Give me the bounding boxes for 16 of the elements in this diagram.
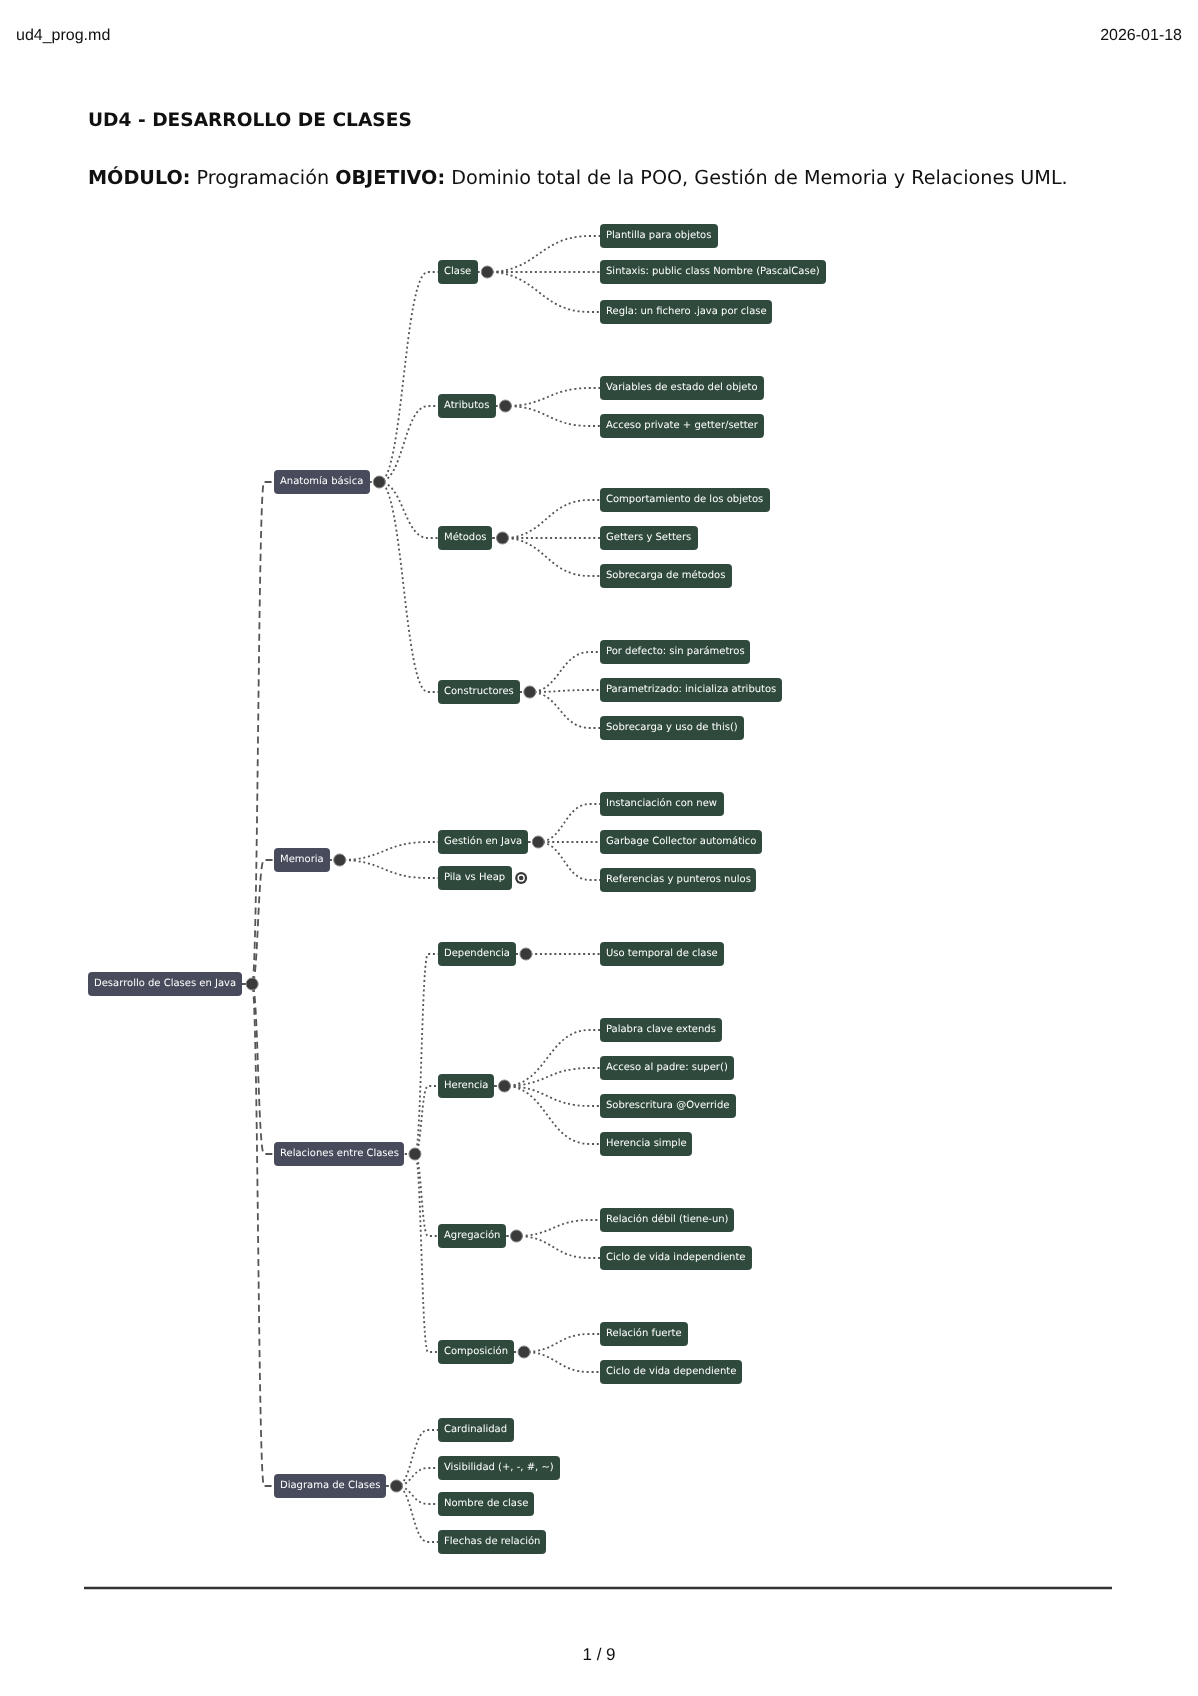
date-text: 2026-01-18	[1100, 26, 1182, 44]
connector	[385, 1485, 439, 1543]
connector	[493, 1085, 601, 1145]
document-title: UD4 - DESARROLLO DE CLASES	[88, 110, 412, 132]
connector	[368, 481, 439, 693]
page-number: 1 / 9	[582, 1644, 616, 1664]
file-name: ud4_prog.md	[16, 26, 111, 44]
connector	[328, 859, 439, 879]
connector	[491, 537, 601, 577]
connector	[515, 953, 601, 955]
connector	[476, 271, 601, 313]
connector	[494, 405, 601, 427]
connector	[527, 841, 601, 881]
subtitle-text: MÓDULO: Programación OBJETIVO: Dominio total de la POO, Gestión de Memoria y Relaciones UML.	[88, 168, 1068, 190]
connector	[505, 1235, 601, 1259]
connector	[513, 1351, 601, 1373]
